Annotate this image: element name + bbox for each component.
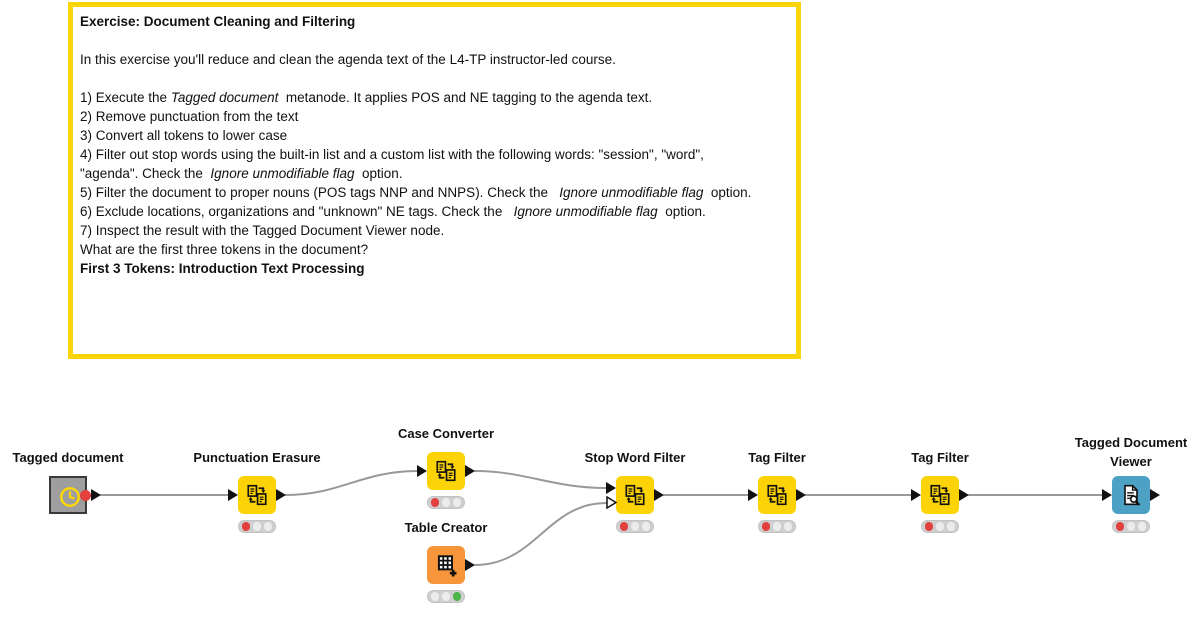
input-port[interactable] xyxy=(228,489,238,501)
input-port[interactable] xyxy=(417,465,427,477)
status-dot-red xyxy=(241,522,251,531)
status-dot-off xyxy=(430,592,440,601)
document-search-icon xyxy=(1124,484,1140,506)
output-port[interactable] xyxy=(796,489,806,501)
status-dot-off xyxy=(783,522,793,531)
status-dot-off xyxy=(641,522,651,531)
node-label: Tagged document xyxy=(12,450,124,465)
annotation-line: What are the first three tokens in the d… xyxy=(80,242,369,257)
status-dot-off xyxy=(772,522,782,531)
annotation-box[interactable]: Exercise: Document Cleaning and Filterin… xyxy=(68,2,801,359)
annotation-line: Exercise: Document Cleaning and Filterin… xyxy=(80,14,356,29)
output-port[interactable] xyxy=(465,559,475,571)
node-label: Table Creator xyxy=(404,520,488,535)
node-body[interactable] xyxy=(758,476,796,514)
wire-table-creator-to-stop-word-filter[interactable] xyxy=(474,502,607,566)
status-dot-red xyxy=(1115,522,1125,531)
traffic-light-status xyxy=(616,520,654,533)
wire-case-converter-to-stop-word-filter[interactable] xyxy=(474,470,607,489)
node-body[interactable] xyxy=(921,476,959,514)
status-dot-off xyxy=(252,522,262,531)
status-dot-off xyxy=(441,498,451,507)
output-port[interactable] xyxy=(1150,489,1160,501)
node-body[interactable] xyxy=(616,476,654,514)
traffic-light-status xyxy=(1112,520,1150,533)
output-port[interactable] xyxy=(465,465,475,477)
input-port-2-optional[interactable] xyxy=(606,496,617,509)
annotation-line: 5) Filter the document to proper nouns (… xyxy=(80,185,752,200)
node-label: Tag Filter xyxy=(911,450,969,465)
annotation-line: 1) Execute the Tagged document metanode.… xyxy=(80,90,653,105)
node-tagged-document[interactable]: Tagged document xyxy=(13,450,123,514)
table-plus-icon xyxy=(437,555,457,577)
status-dot-off xyxy=(1126,522,1136,531)
node-body[interactable] xyxy=(238,476,276,514)
status-dot-red xyxy=(761,522,771,531)
annotation-line: 3) Convert all tokens to lower case xyxy=(80,128,288,143)
wire-punctuation-erasure-to-case-converter[interactable] xyxy=(285,470,418,496)
clock-icon xyxy=(60,487,80,507)
traffic-light-status xyxy=(238,520,276,533)
status-dot-off xyxy=(630,522,640,531)
traffic-light-status xyxy=(921,520,959,533)
node-punctuation-erasure[interactable]: Punctuation Erasure xyxy=(193,450,321,533)
status-dot-off xyxy=(946,522,956,531)
node-label: Stop Word Filter xyxy=(584,450,686,465)
node-body[interactable] xyxy=(427,546,465,584)
traffic-light-status xyxy=(758,520,796,533)
input-port-1[interactable] xyxy=(606,482,616,494)
status-dot-off xyxy=(263,522,273,531)
node-tag-filter-2[interactable]: Tag Filter xyxy=(911,450,969,533)
node-tagged-document-viewer[interactable]: Tagged Document Viewer xyxy=(1075,435,1187,533)
status-dot-off xyxy=(935,522,945,531)
node-case-converter[interactable]: Case Converter xyxy=(398,426,494,509)
status-dot-red xyxy=(430,498,440,507)
node-label: Tag Filter xyxy=(748,450,806,465)
annotation-line: In this exercise you'll reduce and clean… xyxy=(80,52,616,67)
annotation-line: "agenda". Check the Ignore unmodifiable … xyxy=(80,166,403,181)
annotation-line: 2) Remove punctuation from the text xyxy=(80,109,299,124)
node-stop-word-filter[interactable]: Stop Word Filter xyxy=(585,450,685,533)
document-preprocess-icon xyxy=(247,484,267,506)
output-port[interactable] xyxy=(959,489,969,501)
status-dot-red xyxy=(619,522,629,531)
traffic-light-status xyxy=(427,590,465,603)
node-body[interactable] xyxy=(427,452,465,490)
node-tag-filter-1[interactable]: Tag Filter xyxy=(748,450,806,533)
status-dot-green xyxy=(452,592,462,601)
traffic-light-status xyxy=(427,496,465,509)
document-preprocess-icon xyxy=(625,484,645,506)
annotation-line: First 3 Tokens: Introduction Text Proces… xyxy=(80,261,365,276)
annotation-line: 6) Exclude locations, organizations and … xyxy=(80,204,706,219)
output-port[interactable] xyxy=(276,489,286,501)
output-port[interactable] xyxy=(91,489,101,501)
annotation-line: 7) Inspect the result with the Tagged Do… xyxy=(80,223,445,238)
status-dot-off xyxy=(452,498,462,507)
node-body[interactable] xyxy=(1112,476,1150,514)
metanode-output-port[interactable] xyxy=(80,489,91,501)
input-port[interactable] xyxy=(748,489,758,501)
document-preprocess-icon xyxy=(930,484,950,506)
input-port[interactable] xyxy=(1102,489,1112,501)
node-label: Punctuation Erasure xyxy=(193,450,321,465)
status-dot-off xyxy=(441,592,451,601)
output-port[interactable] xyxy=(654,489,664,501)
status-dot-red xyxy=(924,522,934,531)
node-label: Tagged Document Viewer xyxy=(1074,435,1188,469)
annotation-line: 4) Filter out stop words using the built… xyxy=(80,147,704,162)
document-preprocess-icon xyxy=(767,484,787,506)
annotation-body: Exercise: Document Cleaning and Filterin… xyxy=(80,12,788,278)
document-preprocess-icon xyxy=(436,460,456,482)
input-port[interactable] xyxy=(911,489,921,501)
status-dot-off xyxy=(1137,522,1147,531)
node-label: Case Converter xyxy=(397,426,495,441)
node-table-creator[interactable]: Table Creator xyxy=(405,520,487,603)
